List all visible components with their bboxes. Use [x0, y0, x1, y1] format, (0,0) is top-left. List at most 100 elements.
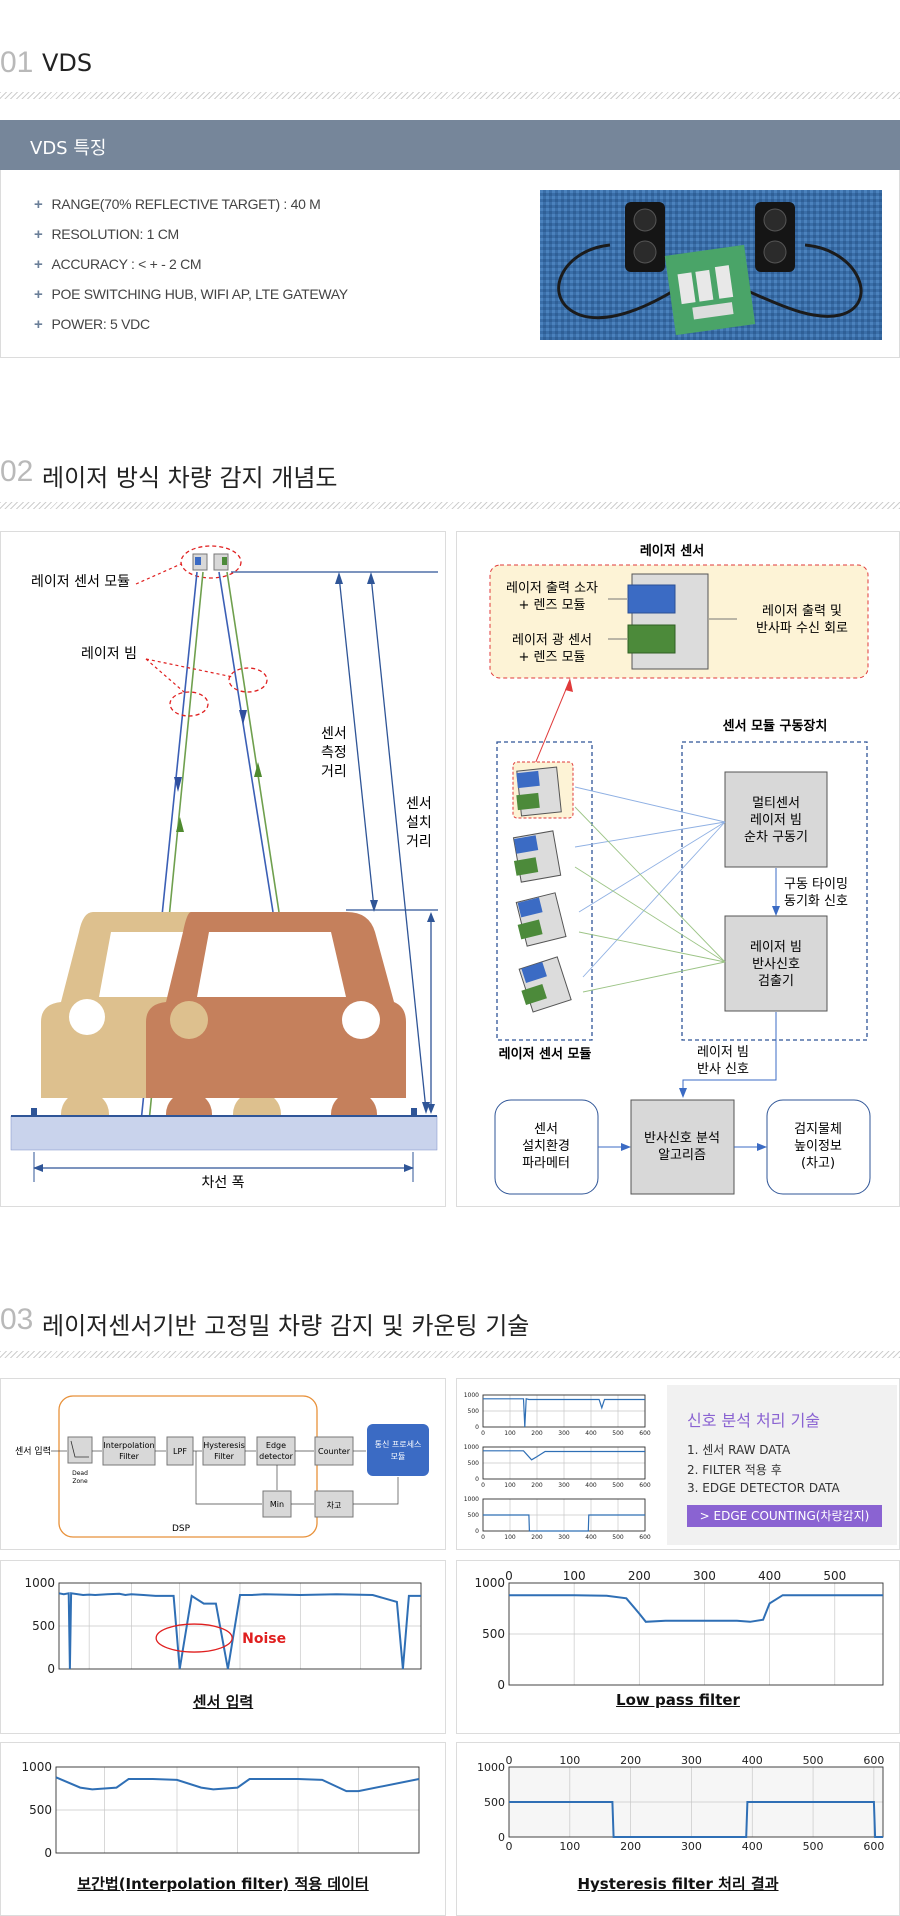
vds-feature-text: RESOLUTION: 1 CM [51, 226, 179, 242]
y-tick-label: 500 [482, 1627, 505, 1641]
module-column-label: 레이저 센서 모듈 [499, 1046, 592, 1062]
y-tick-label: 500 [468, 1460, 480, 1467]
edge-l2: detector [259, 1452, 293, 1461]
laser-beam-label: 레이저 빔 [81, 646, 137, 662]
y-tick-label: 1000 [464, 1444, 479, 1451]
section3-header: 03 레이저센서기반 고정밀 차량 감지 및 카운팅 기술 [0, 1303, 900, 1343]
plus-icon: + [34, 226, 43, 243]
x-tick-label: 400 [585, 1482, 597, 1489]
x-tick-label: 500 [803, 1754, 824, 1767]
x-tick-label: 300 [558, 1482, 570, 1489]
hyst-l2: Filter [214, 1452, 235, 1461]
edge-l1: Edge [266, 1441, 286, 1450]
multi-l2: 레이저 빔 [750, 813, 802, 828]
x-tick-label: 400 [585, 1534, 597, 1541]
section1-divider [0, 92, 900, 99]
x-tick-label: 0 [505, 1569, 513, 1583]
plot-frame [55, 1766, 420, 1854]
section2-divider [0, 502, 900, 509]
detect-l3: 검출기 [758, 974, 794, 989]
detect-l1: 레이저 빔 [750, 940, 802, 955]
detect-l2: 반사신호 [752, 957, 800, 972]
plot-frame [482, 1394, 646, 1428]
section3-number: 03 [0, 1303, 34, 1336]
x-tick-label: 300 [693, 1569, 716, 1583]
y-tick-label: 1000 [24, 1576, 55, 1590]
x-tick-label: 500 [803, 1840, 824, 1853]
x-tick-label: 0 [481, 1430, 485, 1437]
y-tick-label: 0 [44, 1846, 52, 1860]
plus-icon: + [34, 286, 43, 303]
vds-feature-text: ACCURACY : < + - 2 CM [51, 256, 202, 272]
x-tick-label: 500 [612, 1430, 624, 1437]
y-tick-label: 500 [484, 1796, 505, 1809]
x-tick-label: 100 [559, 1840, 580, 1853]
x-tick-label: 200 [531, 1430, 543, 1437]
x-tick-label: 0 [506, 1840, 513, 1853]
section1-header: 01 VDS [0, 46, 900, 86]
section2-title: 레이저 방식 차량 감지 개념도 [42, 464, 338, 492]
y-tick-label: 500 [29, 1803, 52, 1817]
x-tick-label: 500 [612, 1534, 624, 1541]
multi-l3: 순차 구동기 [744, 830, 808, 845]
plus-icon: + [34, 256, 43, 273]
series-line [509, 1594, 883, 1623]
series-line [509, 1801, 883, 1838]
param-l2: 설치환경 [522, 1139, 570, 1154]
vds-feature-bar-title: VDS 특징 [30, 138, 107, 159]
y-tick-label: 500 [468, 1512, 480, 1519]
plot-frame [508, 1582, 884, 1686]
y-tick-label: 1000 [464, 1392, 479, 1399]
signal-item-3: 3. EDGE DETECTOR DATA [687, 1481, 840, 1495]
measure-distance-l1: 센서 [321, 726, 347, 742]
x-tick-label: 100 [563, 1569, 586, 1583]
x-tick-label: 400 [742, 1754, 763, 1767]
x-tick-label: 200 [620, 1754, 641, 1767]
signal-item-1: 1. 센서 RAW DATA [687, 1443, 791, 1457]
vds-feature-bar: VDS 특징 [0, 120, 900, 170]
plot-frame [482, 1446, 646, 1480]
section3-divider [0, 1351, 900, 1358]
multi-l1: 멀티센서 [752, 796, 800, 811]
block-input-label: 센서 입력 [15, 1445, 51, 1457]
install-distance-l3: 거리 [406, 834, 432, 850]
y-tick-label: 1000 [21, 1760, 52, 1774]
comm-l2: 모듈 [391, 1452, 406, 1461]
section1-title: VDS [42, 49, 93, 77]
section1-number: 01 [0, 46, 34, 79]
series-line [55, 1776, 420, 1793]
lpf-label: LPF [173, 1447, 187, 1456]
plus-icon: + [34, 196, 43, 213]
dsp-label: DSP [172, 1524, 191, 1534]
vds-feature-item: +POWER: 5 VDC [34, 316, 150, 333]
x-tick-label: 600 [639, 1482, 651, 1489]
y-tick-label: 0 [475, 1528, 479, 1535]
measure-distance-l3: 거리 [321, 764, 347, 780]
x-tick-label: 200 [531, 1534, 543, 1541]
height-l1: 검지물체 [794, 1122, 842, 1137]
series-line [483, 1450, 645, 1461]
laser-concept-diagram: 레이저 센서 모듈 레이저 빔 센서 측정 거리 센서 설치 거리 [0, 531, 446, 1207]
x-tick-label: 500 [612, 1482, 624, 1489]
vds-feature-item: + ACCURACY : < + - 2 CM [34, 256, 202, 273]
vds-feature-text: POE SWITCHING HUB, WIFI AP, LTE GATEWAY [51, 286, 348, 302]
dead-l2: Zone [72, 1478, 88, 1485]
x-tick-label: 100 [504, 1430, 516, 1437]
x-tick-label: 200 [628, 1569, 651, 1583]
laser-module-label: 레이저 센서 모듈 [31, 574, 130, 590]
x-tick-label: 400 [585, 1430, 597, 1437]
series-line [483, 1398, 645, 1428]
signal-analysis-title: 신호 분석 처리 기술 [687, 1411, 821, 1430]
out1-l1: 레이저 출력 소자 [506, 581, 598, 596]
x-tick-label: 0 [481, 1534, 485, 1541]
vds-feature-item: + RESOLUTION: 1 CM [34, 226, 179, 243]
reflect-l2: 반사 신호 [697, 1062, 749, 1077]
x-tick-label: 200 [620, 1840, 641, 1853]
min-label: Min [270, 1500, 284, 1509]
series-line [58, 1592, 421, 1670]
x-tick-label: 100 [559, 1754, 580, 1767]
plot-frame [58, 1582, 422, 1670]
